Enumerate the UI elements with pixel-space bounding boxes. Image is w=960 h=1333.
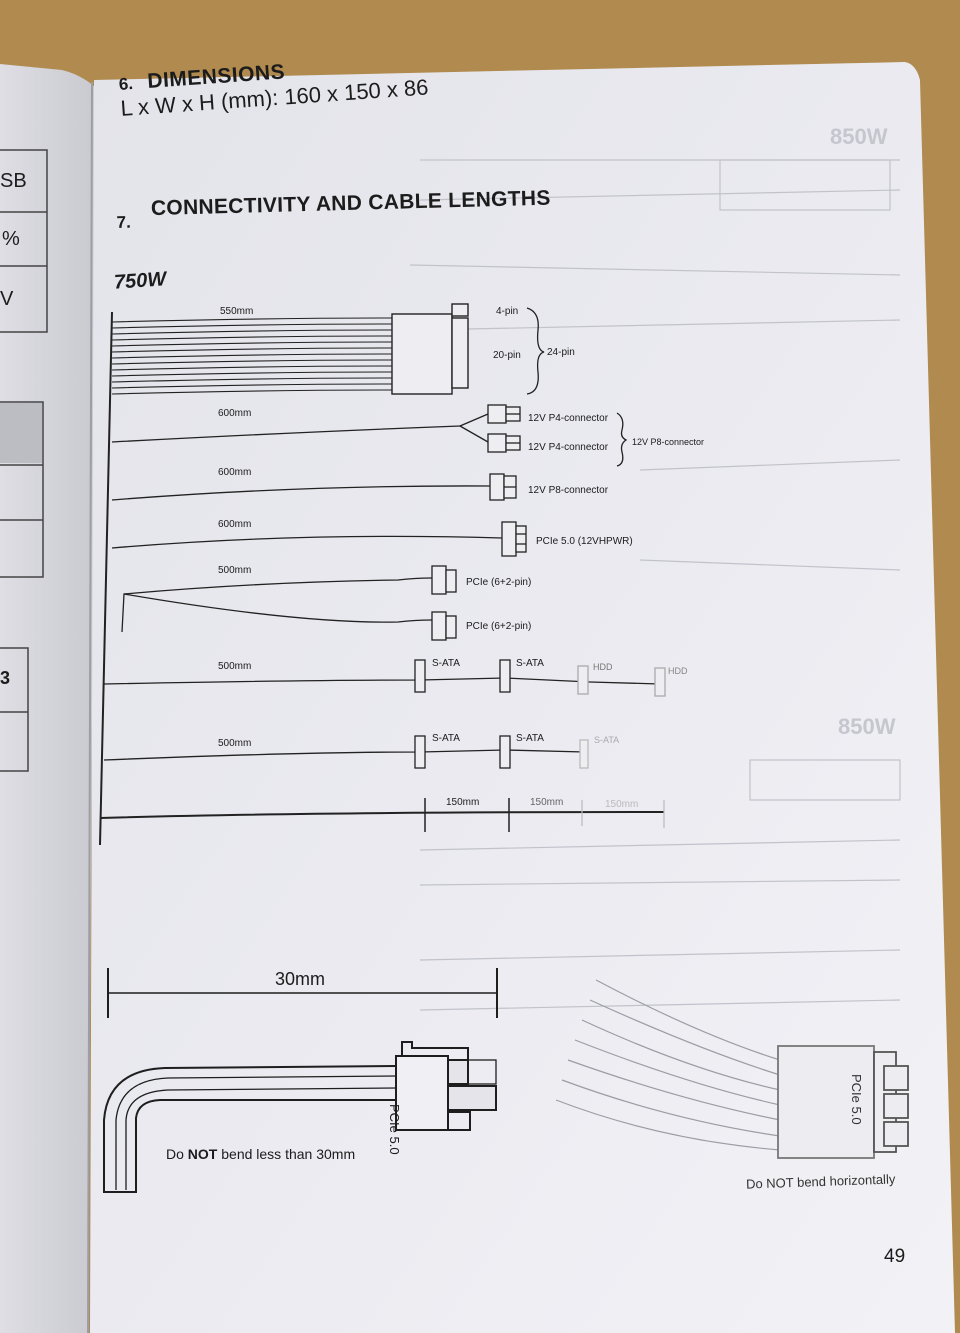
faded-connector [555,979,909,1159]
cable-5-length: 500mm [218,565,252,576]
label-pcie-a: PCIe (6+2-pin) [466,577,532,588]
label-sata-2: S-ATA [516,658,544,669]
bend-warning-suffix: bend less than 30mm [217,1146,356,1162]
right-connector-label: PCIe 5.0 [849,1074,864,1125]
spacing-3: 150mm [605,799,639,810]
page-number: 49 [884,1246,906,1267]
bend-distance: 30mm [275,969,326,989]
label-p8-combined: 12V P8-connector [632,437,705,447]
label-sata-1: S-ATA [432,658,460,669]
left-page-table [0,149,48,772]
cable-sata-3 [103,735,589,769]
cable-4-length: 600mm [218,519,252,530]
bend-warning: Do NOT bend less than 30mm [166,1146,355,1162]
cable-pcie-62 [121,565,457,641]
bleed-text-1: 850W [830,124,888,149]
left-fragment-1: SB [0,170,27,192]
label-hdd-2: HDD [668,666,688,676]
cable-1-length: 550mm [220,306,254,317]
bleed-text-2: 850W [838,714,896,739]
left-fragment-2: % [2,228,20,250]
cable-6-length: 500mm [218,661,252,672]
label-p8: 12V P8-connector [528,485,609,496]
cable-12vhpwr [111,521,527,557]
left-page [0,64,96,1333]
bend-warning-prefix: Do [166,1146,188,1162]
cable-3-length: 600mm [218,467,252,478]
bend-connector-label: PCIe 5.0 [387,1104,402,1155]
label-12vhpwr: PCIe 5.0 (12VHPWR) [536,536,633,547]
bend-illustration [103,968,498,1193]
label-24pin: 24-pin [547,347,575,358]
cable-24pin [111,303,545,395]
label-sata-5: S-ATA [594,735,620,745]
label-pcie-b: PCIe (6+2-pin) [466,621,532,632]
label-sata-3: S-ATA [432,733,460,744]
cable-p8 [111,473,517,501]
label-p4-b: 12V P4-connector [528,442,609,453]
bleed-through-lines [409,159,901,1011]
left-fragment-4: 3 [0,668,11,688]
right-page [90,62,955,1333]
label-p4-a: 12V P4-connector [528,413,609,424]
label-sata-4: S-ATA [516,733,544,744]
cable-7-length: 500mm [218,738,252,749]
label-20pin: 20-pin [493,350,521,361]
bundle-spine [99,311,113,846]
label-4pin: 4-pin [496,306,519,317]
cable-2-length: 600mm [218,408,252,419]
cable-p4-split [111,404,628,467]
spacing-2: 150mm [530,797,564,808]
cable-sata-hdd [103,659,666,697]
left-fragment-3: V [0,288,14,310]
spacing-1: 150mm [446,797,480,808]
label-hdd-1: HDD [593,662,613,672]
spacing-bar [99,798,665,832]
bend-warning-emphasis: NOT [187,1146,218,1162]
